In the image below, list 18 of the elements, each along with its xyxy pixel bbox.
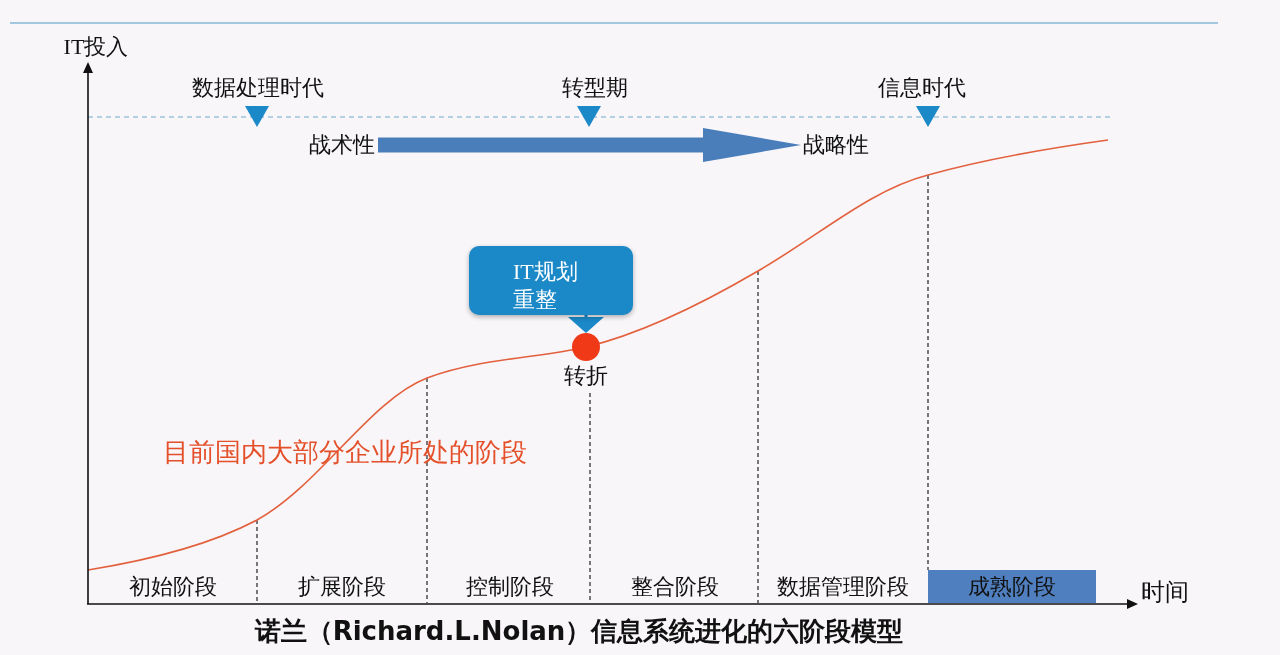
axis-title: 时间 xyxy=(1141,577,1189,607)
stage-label: 初始阶段 xyxy=(129,573,217,601)
stage-label: 控制阶段 xyxy=(466,573,554,601)
callout-pointer xyxy=(568,315,604,333)
block-arrow xyxy=(378,128,801,162)
stage-label: 整合阶段 xyxy=(631,573,719,601)
point-caption: 转折 xyxy=(564,363,608,389)
stage-band: 成熟阶段 xyxy=(928,570,1096,603)
callout-bubble: IT规划重整 xyxy=(469,246,633,315)
axis-title: IT投入 xyxy=(63,33,129,61)
era-label: 数据处理时代 xyxy=(192,74,324,102)
strategic-label: 战略性 xyxy=(801,130,871,160)
era-label: 信息时代 xyxy=(878,74,966,102)
stage-label: 扩展阶段 xyxy=(298,573,386,601)
tactical-label: 战术性 xyxy=(305,130,378,160)
stage-label: 数据管理阶段 xyxy=(777,573,909,601)
caption-text: 诺兰（Richard.L.Nolan）信息系统进化的六阶段模型 xyxy=(254,616,904,648)
era-label: 转型期 xyxy=(562,74,628,102)
